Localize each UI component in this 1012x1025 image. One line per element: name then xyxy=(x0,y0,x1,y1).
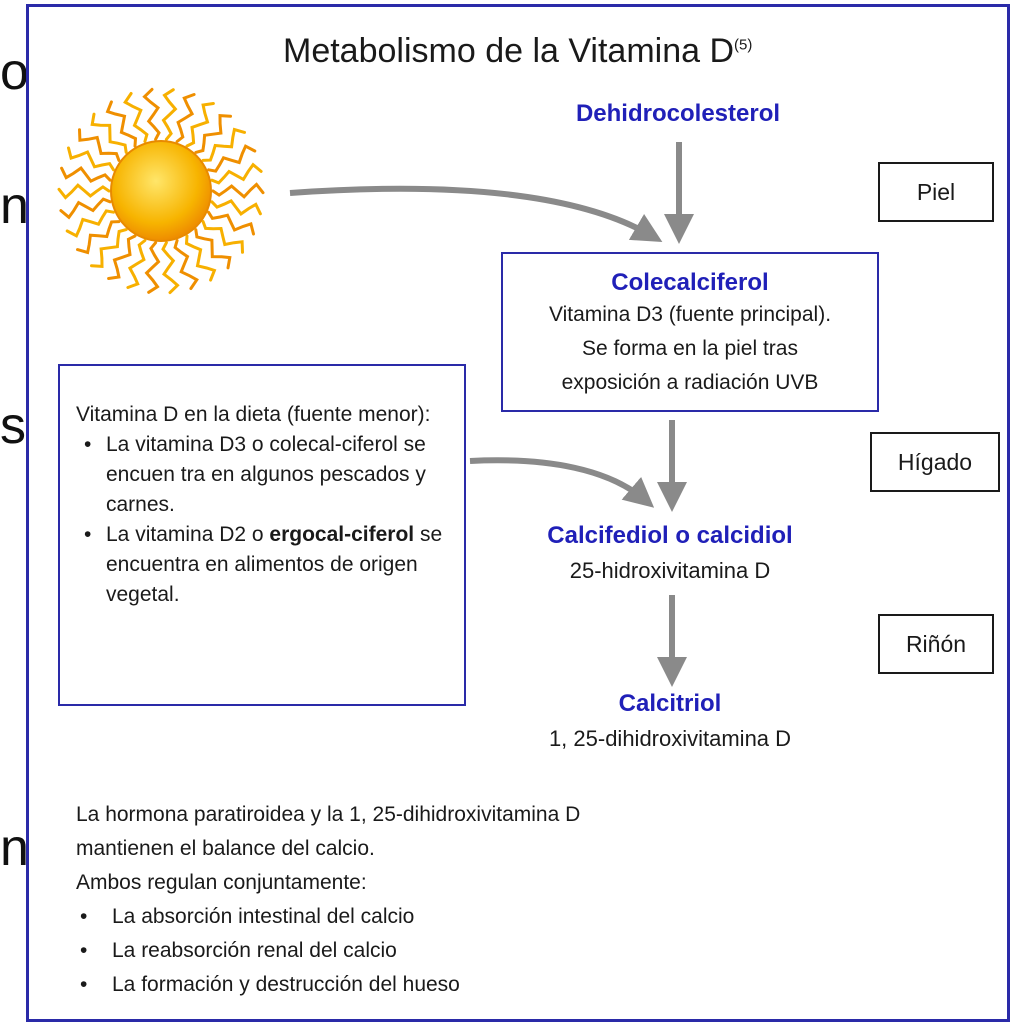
calcifediol-subtitle: 25-hidroxivitamina D xyxy=(569,558,771,583)
calcitriol-title: Calcitriol xyxy=(618,690,722,717)
sun-ray xyxy=(76,220,121,255)
sun-ray xyxy=(59,197,112,220)
diet-intro: Vitamina D en la dieta (fuente menor): xyxy=(76,403,431,426)
bottom-item-1: La absorción intestinal del calcio xyxy=(76,900,776,934)
bottom-line-2: mantienen el balance del calcio. xyxy=(76,837,375,860)
diet-to-calcifediol-arrow xyxy=(469,457,655,508)
calcitriol-node: Calcitriol 1, 25-dihidroxivitamina D xyxy=(500,690,840,752)
sun-ray xyxy=(210,199,262,216)
organ-rinon: Riñón xyxy=(878,614,994,674)
colecalciferol-title: Colecalciferol xyxy=(611,269,769,296)
sun-ray xyxy=(78,128,121,162)
sun-ray xyxy=(175,93,196,143)
sun-ray xyxy=(60,166,112,183)
sun-ray xyxy=(173,239,199,290)
diet-item-2-post: se encuentra en alimentos de origen vege… xyxy=(106,523,443,606)
diagram-title: Metabolismo de la Vitamina D(5) xyxy=(283,32,752,71)
sun-ray xyxy=(201,127,246,162)
bottom-item-3: La formación y destrucción del hueso xyxy=(76,968,776,1002)
diagram-frame xyxy=(26,4,1010,1022)
colecalciferol-box: Colecalciferol Vitamina D3 (fuente princ… xyxy=(501,252,879,412)
calcitriol-subtitle: 1, 25-dihidroxivitamina D xyxy=(548,726,792,751)
calcium-balance-text: La hormona paratiroidea y la 1, 25-dihid… xyxy=(76,798,776,1002)
bottom-line-3: Ambos regulan conjuntamente: xyxy=(76,871,367,894)
sun-to-colecalciferol-arrow xyxy=(289,185,663,243)
diet-list: La vitamina D3 o colecal-ciferol se encu… xyxy=(76,430,450,610)
sun-ray xyxy=(185,102,215,148)
sun-ray xyxy=(90,112,128,154)
sun-ray xyxy=(126,239,147,289)
sun-ray xyxy=(194,113,232,154)
sun-ray xyxy=(90,228,128,269)
edge-fragment-2: n xyxy=(0,177,29,235)
sun-ray xyxy=(123,92,149,143)
sun-ray xyxy=(65,209,115,238)
diet-item-2-pre: La vitamina D2 o xyxy=(106,523,270,546)
bottom-line-1: La hormona paratiroidea y la 1, 25-dihid… xyxy=(76,803,581,826)
sun-ray xyxy=(184,234,217,282)
sun-ray xyxy=(207,144,257,173)
bottom-item-2: La reabsorción renal del calcio xyxy=(76,934,776,968)
edge-fragment-4: n xyxy=(0,819,29,877)
calcifediol-node: Calcifediol o calcidiol 25-hidroxivitami… xyxy=(500,522,840,584)
sun-ray xyxy=(194,228,232,270)
colecalciferol-line-2: Se forma en la piel tras xyxy=(582,337,798,360)
sun-ray xyxy=(67,146,115,172)
sun-ray xyxy=(144,241,161,294)
edge-fragment-1: o xyxy=(0,43,29,101)
diet-item-1: La vitamina D3 o colecal-ciferol se encu… xyxy=(76,430,450,520)
diet-box: Vitamina D en la dieta (fuente menor): L… xyxy=(58,364,466,706)
sun-ray xyxy=(161,241,180,295)
title-reference: (5) xyxy=(734,36,753,54)
sun-ray xyxy=(142,87,161,141)
calcifediol-title: Calcifediol o calcidiol xyxy=(547,522,793,549)
diet-item-2: La vitamina D2 o ergocal-ciferol se encu… xyxy=(76,520,450,610)
sun-ray xyxy=(211,182,265,199)
sun-ray xyxy=(207,210,255,236)
sun-ray xyxy=(57,183,111,200)
organ-piel: Piel xyxy=(878,162,994,222)
organ-higado: Hígado xyxy=(870,432,1000,492)
sun-ray xyxy=(161,88,178,141)
diet-item-2-bold: ergocal-ciferol xyxy=(269,523,415,546)
sun-ray xyxy=(201,220,244,254)
colecalciferol-line-1: Vitamina D3 (fuente principal). xyxy=(548,303,832,326)
edge-fragment-3: s xyxy=(0,397,26,455)
colecalciferol-line-3: exposición a radiación UVB xyxy=(561,371,819,394)
dehidrocolesterol-label: Dehidrocolesterol xyxy=(575,100,781,127)
title-text: Metabolismo de la Vitamina D xyxy=(283,32,735,70)
sun-ray xyxy=(105,100,138,148)
bottom-list: La absorción intestinal del calcio La re… xyxy=(76,900,776,1002)
sun-ray xyxy=(210,162,263,185)
sun-ray xyxy=(107,234,137,280)
